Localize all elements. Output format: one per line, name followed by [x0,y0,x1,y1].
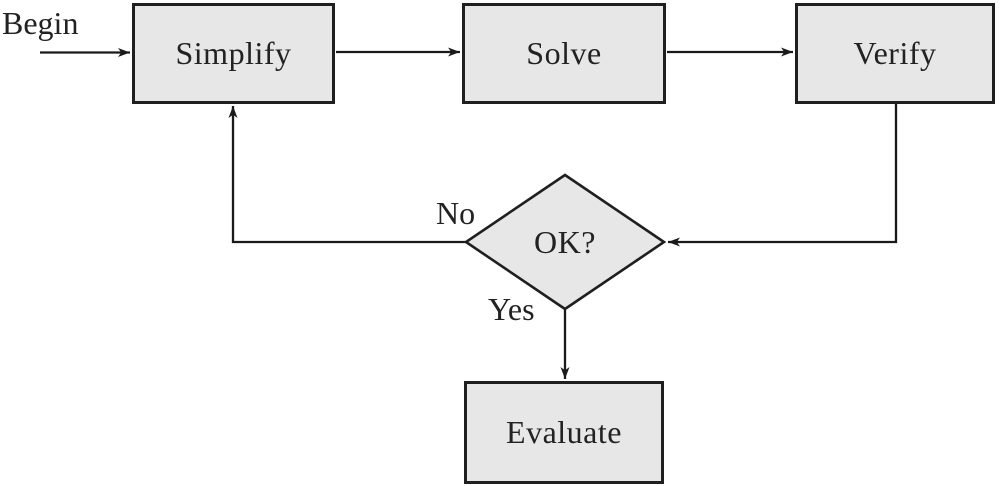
node-verify-label: Verify [853,35,937,71]
decision-diamond [463,173,667,311]
node-evaluate-label: Evaluate [506,414,622,450]
node-evaluate: Evaluate [464,381,664,484]
node-simplify-label: Simplify [175,35,292,71]
edge-verify-to-decision [668,104,898,247]
node-solve-label: Solve [526,35,602,71]
branch-no-label: No [436,195,476,231]
begin-label: Begin [2,5,79,41]
node-solve: Solve [462,3,666,104]
branch-yes-label: Yes [488,291,535,327]
edge-decision-no-to-simplify [228,106,466,244]
node-simplify: Simplify [132,3,335,104]
node-verify: Verify [795,3,995,104]
